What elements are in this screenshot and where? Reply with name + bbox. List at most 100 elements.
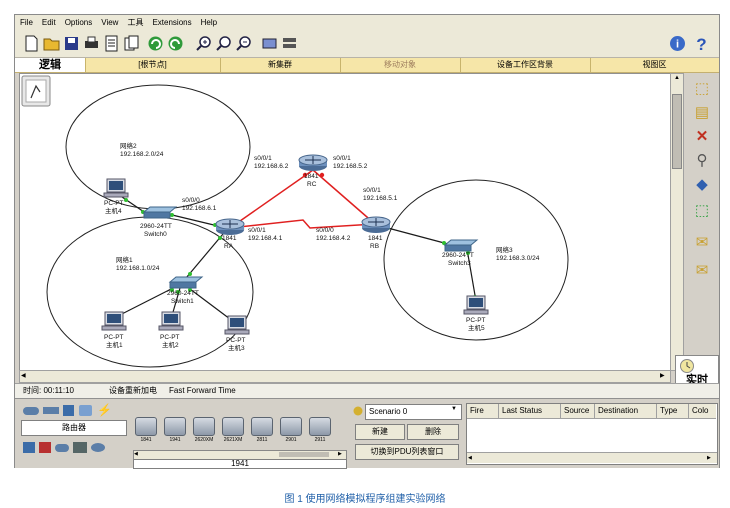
scenario-select[interactable]: Scenario 0 [365,404,462,420]
activity-wizard-icon[interactable] [103,35,120,52]
sw1-model: 2960-24TT [167,290,199,297]
save-icon[interactable] [63,35,80,52]
new-file-icon[interactable] [23,35,40,52]
new-scenario-button[interactable]: 新建 [355,424,405,440]
model-2811[interactable]: 2811 [251,417,273,443]
scenario-dropdown-chevron-icon[interactable]: ▼ [451,406,457,412]
pdu-table-scrollbar[interactable]: ◀ ▶ [467,452,717,463]
vertical-scroll-thumb[interactable] [672,94,682,169]
pdu-scroll-right-icon[interactable]: ▶ [707,455,711,461]
select-icon[interactable]: ⬚ [694,80,710,97]
pc-host1[interactable] [101,311,127,331]
redo-icon[interactable] [167,35,184,52]
connections-category-icon[interactable]: ⚡ [97,403,112,417]
custom-device-icon[interactable] [281,35,298,52]
pc-host4[interactable] [103,178,129,198]
palette-icon[interactable] [261,35,278,52]
device-model-list: 1841 1941 2620XM 2621XM 2811 2901 2911 [129,403,347,451]
draw-shape-icon[interactable]: ◆ [696,176,708,193]
zoom-in-icon[interactable] [195,35,212,52]
switch-sw0[interactable] [142,206,178,219]
scroll-up-icon[interactable]: ▲ [674,75,680,81]
menu-help[interactable]: Help [200,18,218,27]
tab-move-object[interactable]: 移动对象 [340,58,461,72]
col-destination[interactable]: Destination [595,404,657,419]
col-last-status[interactable]: Last Status [499,404,561,419]
router-rc[interactable] [298,154,328,171]
wireless-category-icon[interactable] [79,405,92,416]
workspace-horizontal-scrollbar[interactable]: ◀ ▶ [19,370,671,383]
help-icon[interactable]: ? [693,35,710,52]
delete-scenario-button[interactable]: 删除 [407,424,459,440]
tab-viewport[interactable]: 视图区 [642,60,667,69]
model-scroll-right-icon[interactable]: ▶ [338,451,342,457]
menu-tools[interactable]: 工具 [127,18,144,27]
model-1841[interactable]: 1841 [135,417,157,443]
model-1941[interactable]: 1941 [164,417,186,443]
col-fire[interactable]: Fire [467,404,499,419]
tab-workspace-background[interactable]: 设备工作区背景 [460,58,591,72]
delete-icon[interactable]: ✕ [695,128,709,145]
switch-sw3[interactable] [443,239,479,252]
link-sw3-pc5 [466,248,477,302]
power-cycle-devices[interactable]: 设备重新加电 [109,386,157,395]
pc-host3[interactable] [224,315,250,335]
menu-extensions[interactable]: Extensions [152,18,192,27]
model-2621xm[interactable]: 2621XM [222,417,244,443]
model-scroll-thumb[interactable] [279,452,329,457]
wan-emulation-icon[interactable] [55,444,69,452]
resize-shape-icon[interactable]: ⬚ [694,202,710,219]
security-category-icon[interactable] [39,442,51,453]
scroll-right-icon[interactable]: ▶ [660,373,665,379]
inspect-icon[interactable]: ⚲ [696,152,708,169]
rc-if2-ip: 192.168.5.2 [333,163,368,170]
router-rb[interactable] [361,216,391,233]
model-2911[interactable]: 2911 [309,417,331,443]
end-device-category-icon[interactable] [23,442,35,453]
switch-category-icon[interactable] [43,407,59,414]
tab-root[interactable]: [根节点] [85,58,221,72]
model-2901[interactable]: 2901 [280,417,302,443]
undo-icon[interactable] [147,35,164,52]
custom-devices-icon[interactable] [73,442,87,453]
zoom-reset-icon[interactable] [215,35,232,52]
zoom-out-icon[interactable] [235,35,252,52]
workspace-vertical-scrollbar[interactable]: ▲ ▼ [670,73,684,371]
scroll-left-icon[interactable]: ◀ [21,373,26,379]
device-subcategories [23,439,135,455]
toggle-pdu-list-button[interactable]: 切换到PDU列表窗口 [355,444,459,460]
open-folder-icon[interactable] [43,35,60,52]
menu-options[interactable]: Options [64,18,93,27]
col-type[interactable]: Type [657,404,689,419]
add-simple-pdu-icon[interactable]: ✉ [695,234,709,251]
model-2620xm[interactable]: 2620XM [193,417,215,443]
hub-category-icon[interactable] [63,405,74,416]
add-complex-pdu-icon[interactable]: ✉ [695,262,709,279]
col-color[interactable]: Colo [689,404,716,419]
info-icon[interactable]: i [669,35,686,52]
pc-host5[interactable] [463,295,489,315]
menu-edit[interactable]: Edit [41,18,56,27]
col-source[interactable]: Source [561,404,595,419]
menu-view[interactable]: View [101,18,119,27]
print-icon[interactable] [83,35,100,52]
logical-workspace[interactable]: 网络2 192.168.2.0/24 网络1 192.168.1.0/24 网络… [19,73,671,371]
topology-canvas[interactable]: 网络2 192.168.2.0/24 网络1 192.168.1.0/24 网络… [20,74,670,370]
multiuser-icon[interactable] [91,443,105,452]
copy-icon[interactable] [123,35,140,52]
menu-file[interactable]: File [20,18,33,27]
pc4-model: PC-PT [104,200,124,207]
router-ra[interactable] [215,218,245,235]
fast-forward-time[interactable]: Fast Forward Time [169,386,236,395]
switch-sw1[interactable] [168,276,204,289]
pc-host2[interactable] [158,311,184,331]
tab-logical[interactable]: 逻辑 [15,58,86,72]
note-icon[interactable]: ▤ [694,104,710,121]
scenario-info-icon[interactable] [353,406,363,416]
router-category-icon[interactable] [23,407,39,415]
tab-new-cluster[interactable]: 新集群 [220,58,341,72]
pdu-scroll-left-icon[interactable]: ◀ [468,455,472,461]
logical-view-button[interactable] [21,75,51,107]
model-scroll-left-icon[interactable]: ◀ [134,451,138,457]
